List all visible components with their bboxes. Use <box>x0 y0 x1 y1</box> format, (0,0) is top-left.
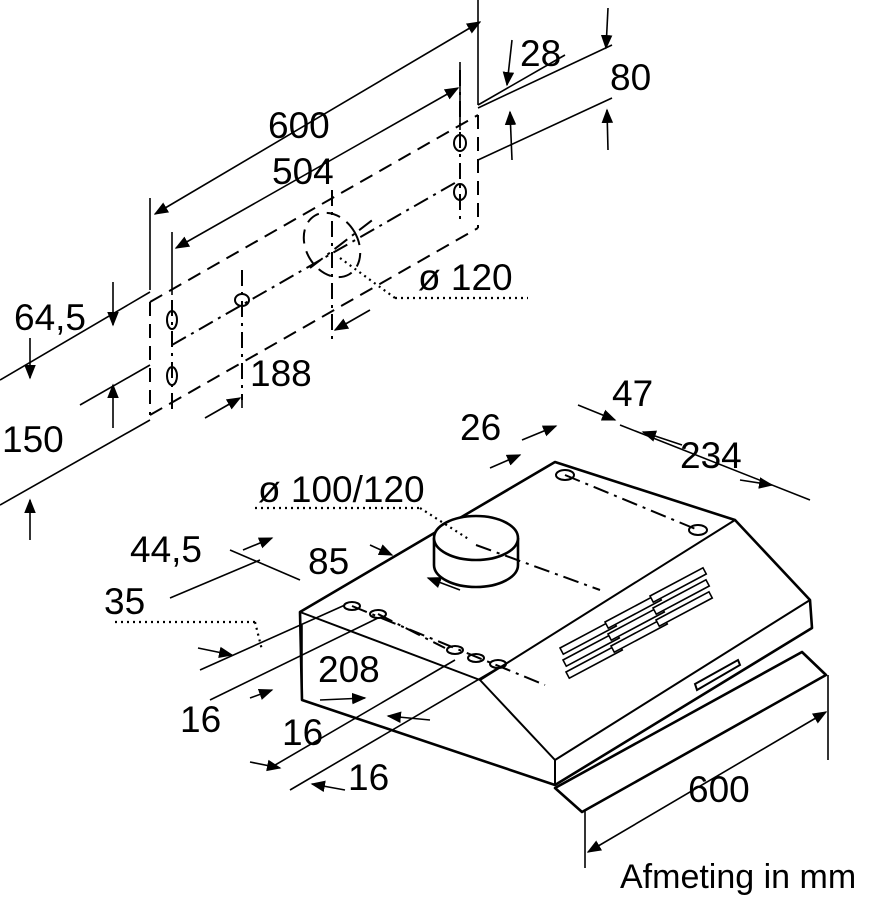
dim-208-label: 208 <box>318 649 380 690</box>
hood-body <box>298 460 814 787</box>
dim-35-label: 35 <box>104 581 145 622</box>
dim-64-5-label: 64,5 <box>14 297 86 338</box>
dim-504-label: 504 <box>272 151 334 192</box>
dim-16-label-c: 16 <box>348 757 389 798</box>
hood-3d-view: 47 26 234 ø 100/120 44,5 85 35 208 16 16… <box>104 373 829 868</box>
dim-28-label: 28 <box>520 33 561 74</box>
dim-80-label: 80 <box>610 57 651 98</box>
dim-26-label: 26 <box>460 407 501 448</box>
dim-188-label: 188 <box>250 353 312 394</box>
exhaust-collar <box>432 514 520 589</box>
dim-47-label: 47 <box>612 373 653 414</box>
units-note: Afmeting in mm <box>620 858 856 896</box>
dim-600-width-label: 600 <box>688 769 750 810</box>
dim-16-label-a: 16 <box>180 699 221 740</box>
dim-16-label-b: 16 <box>282 712 323 753</box>
dim-234-label: 234 <box>680 435 742 476</box>
dim-150-label: 150 <box>2 419 64 460</box>
dim-600-label: 600 <box>268 105 330 146</box>
grille-vents <box>558 566 714 680</box>
dim-85-label: 85 <box>308 541 349 582</box>
wall-template: 600 504 28 80 ø 120 64,5 150 188 <box>0 0 651 540</box>
dim-120-diameter-label: ø 120 <box>418 257 513 298</box>
dim-44-5-label: 44,5 <box>130 529 202 570</box>
dim-100-120-diameter-label: ø 100/120 <box>258 469 425 510</box>
